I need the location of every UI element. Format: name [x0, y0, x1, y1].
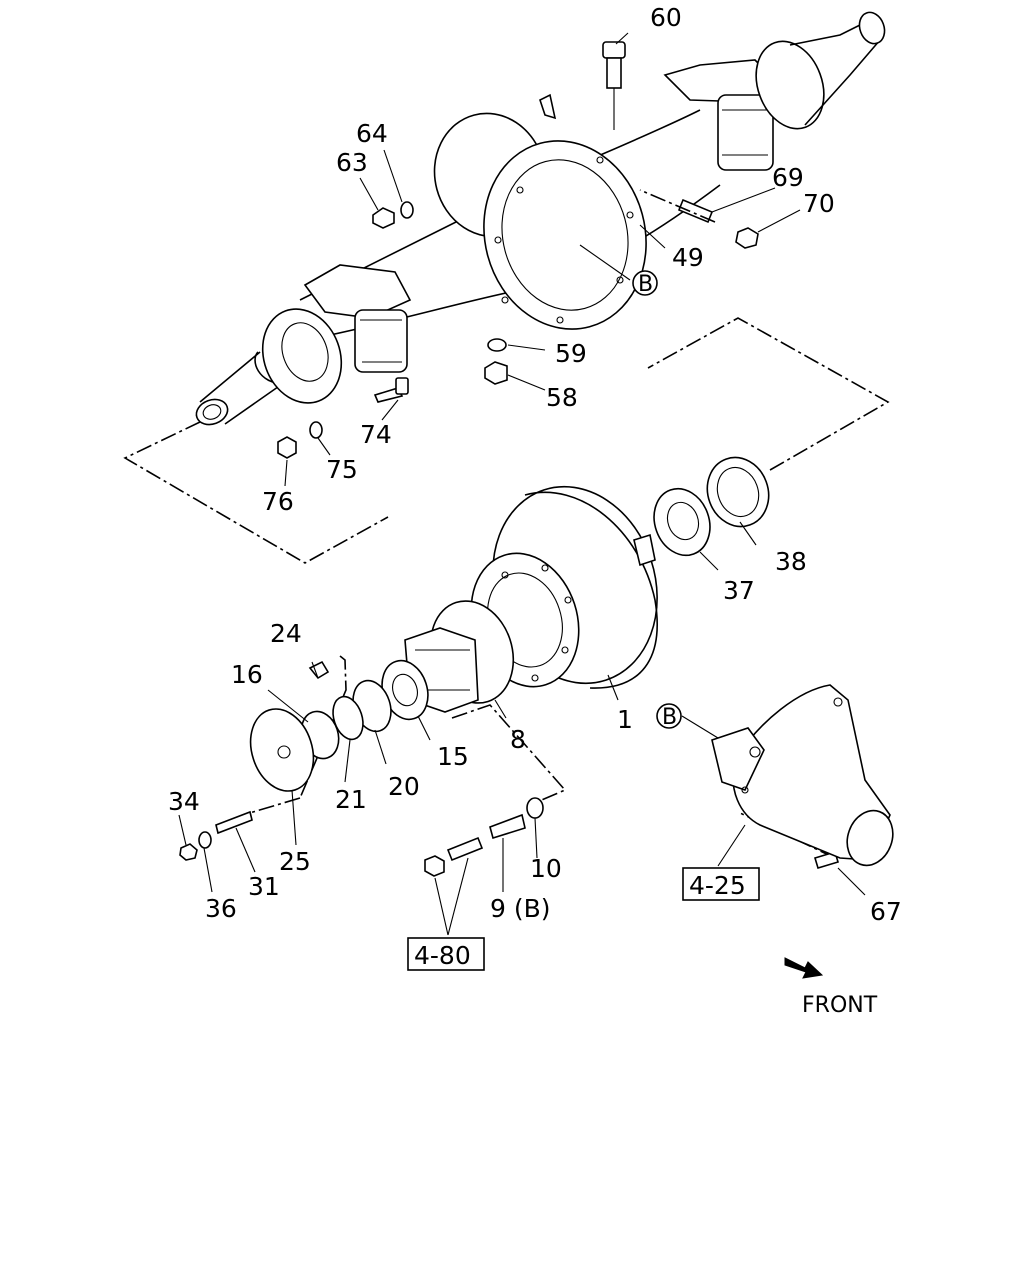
callout-67: 67 [870, 897, 902, 926]
callout-37: 37 [723, 576, 755, 605]
reference-box-4-25 [682, 867, 760, 901]
callout-38: 38 [775, 547, 807, 576]
shaft-group-line [647, 317, 890, 471]
housing-group-line [123, 421, 389, 564]
reference-circle-b-upper [632, 270, 658, 296]
callout-76: 76 [262, 487, 294, 516]
callout-69: 69 [772, 163, 804, 192]
callout-49: 49 [672, 243, 704, 272]
reference-circle-b-lower [656, 703, 682, 729]
callout-20: 20 [388, 772, 420, 801]
reference-b-upper-label: B [638, 272, 653, 297]
callout-70: 70 [803, 189, 835, 218]
seal-38 [706, 456, 770, 528]
callout-25: 25 [279, 847, 311, 876]
callout-24: 24 [270, 619, 302, 648]
callout-21: 21 [335, 785, 367, 814]
flange-bolt-line [242, 797, 301, 816]
callout-74: 74 [360, 420, 392, 449]
upper-leaders [284, 32, 801, 487]
callout-10: 10 [530, 854, 562, 883]
axle-housing [195, 11, 886, 426]
carrier-cover [711, 684, 894, 867]
callout-60: 60 [650, 3, 682, 32]
callout-31: 31 [248, 872, 280, 901]
callout-59: 59 [555, 339, 587, 368]
callout-15: 15 [437, 742, 469, 771]
bearing-37 [653, 487, 711, 557]
reference-box-4-80-label: 4-80 [414, 941, 471, 970]
hub-and-seals [249, 600, 515, 792]
callout-75: 75 [326, 455, 358, 484]
callout-36: 36 [205, 894, 237, 923]
front-label: FRONT [802, 993, 878, 1018]
lower-leaders [178, 521, 866, 936]
callout-58: 58 [546, 383, 578, 412]
reference-b-lower-label: B [662, 705, 677, 730]
housing-bolt-line [639, 189, 716, 223]
brake-drum [470, 485, 658, 689]
callout-34: 34 [168, 787, 200, 816]
callout-63: 63 [336, 148, 368, 177]
reference-box-4-80 [407, 937, 485, 971]
reference-box-4-25-label: 4-25 [689, 871, 746, 900]
callout-16: 16 [231, 660, 263, 689]
callout-1: 1 [617, 705, 633, 734]
hub-group-line [451, 704, 567, 806]
callout-64: 64 [356, 119, 388, 148]
callout-8: 8 [510, 725, 526, 754]
callout-9b: 9 (B) [490, 894, 551, 923]
front-arrow-icon [784, 957, 824, 979]
